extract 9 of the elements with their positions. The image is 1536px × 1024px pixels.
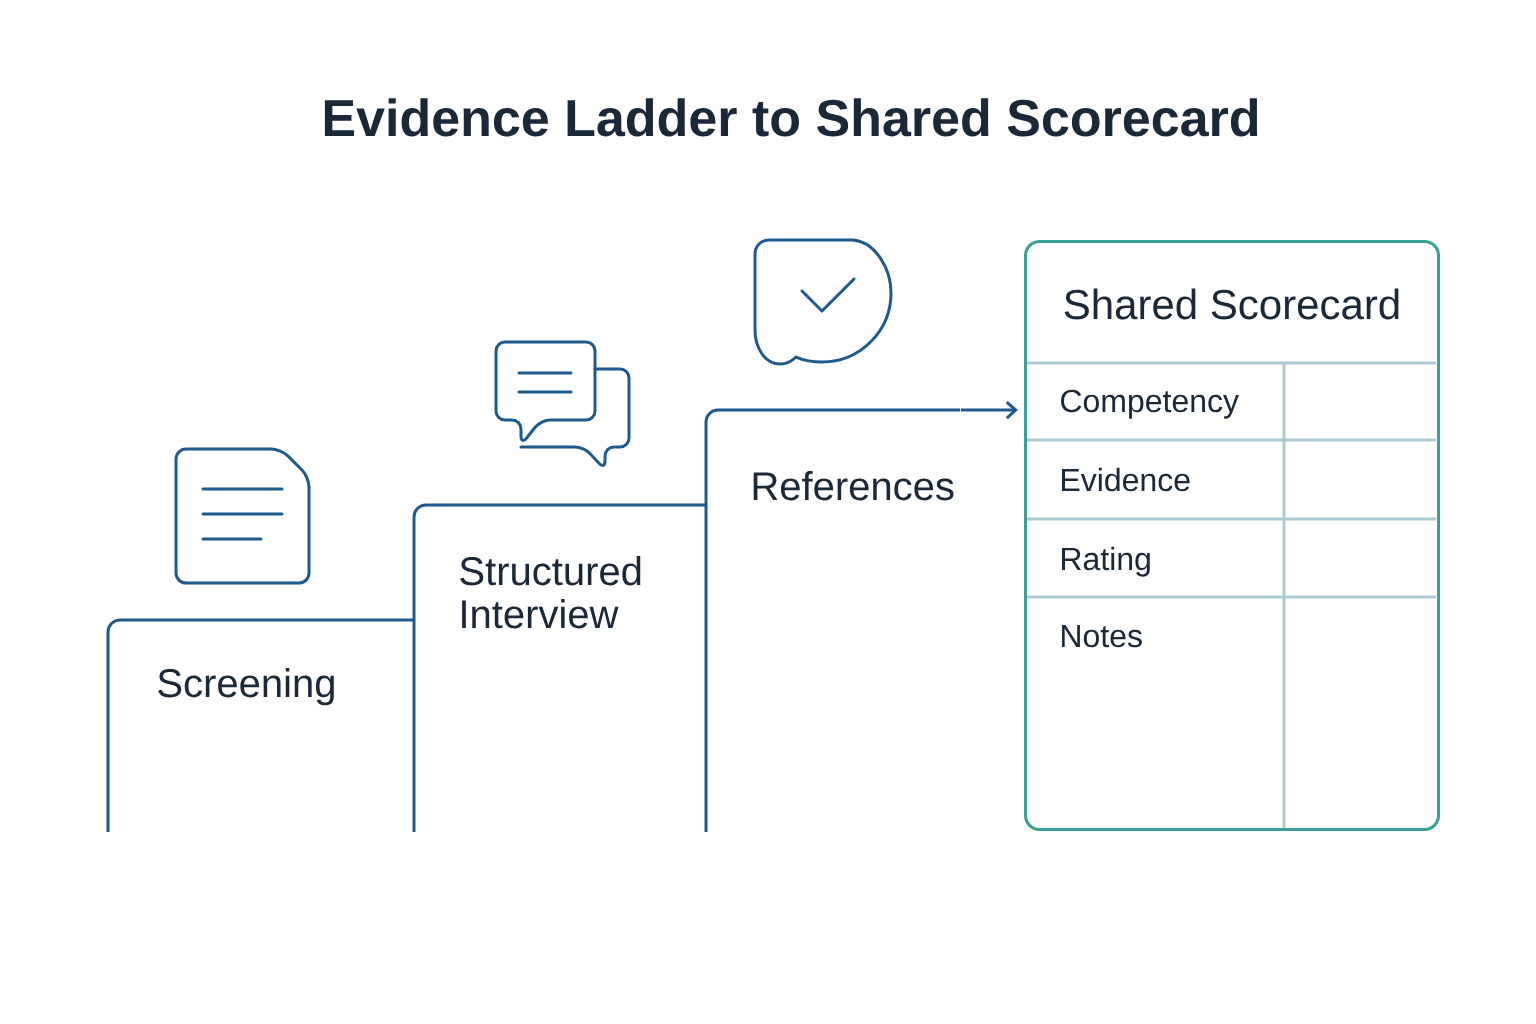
step: References (704, 408, 960, 832)
arrow (960, 400, 1018, 420)
row-label: Notes (1062, 625, 1142, 648)
title: Evidence Ladder to Shared Scorecard (324, 98, 1258, 137)
row-label: Evidence (1062, 467, 1190, 492)
step: Screening (106, 618, 414, 832)
row-label: Rating (1062, 546, 1150, 577)
step: Structured Interview (412, 503, 706, 832)
row-label: Competency (1061, 389, 1239, 419)
